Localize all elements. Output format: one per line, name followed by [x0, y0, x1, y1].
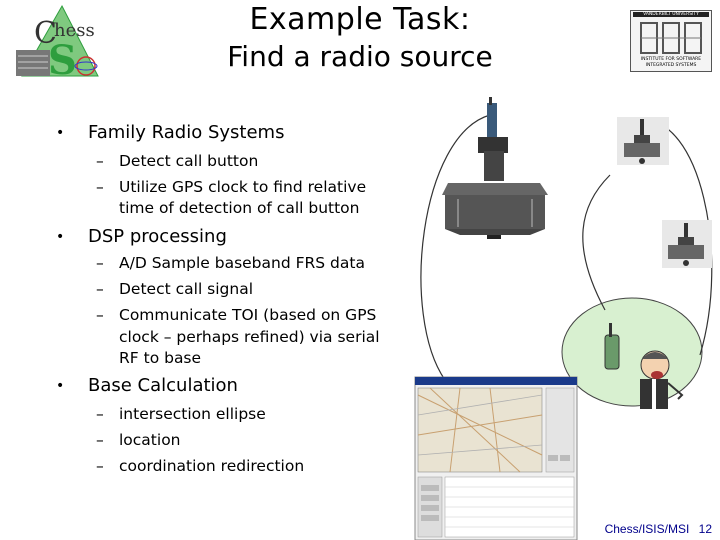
- isis-logo: VANDERBILT UNIVERSITY INSTITUTE FOR SOFT…: [630, 10, 712, 72]
- bullet-2-sub-2: Detect call signal: [119, 280, 254, 298]
- bullet-1-sub-2-line-1: Utilize GPS clock to find relative: [119, 178, 367, 196]
- isis-logo-line-3: INTEGRATED SYSTEMS: [645, 63, 697, 68]
- bullet-3-sub-3: coordination redirection: [119, 457, 305, 475]
- bullet-3-text: Base Calculation: [88, 375, 238, 396]
- radio-sensor-large: [442, 97, 548, 239]
- chess-logo-letter: C: [34, 16, 57, 51]
- isis-logo-line-2: INSTITUTE FOR SOFTWARE: [640, 57, 702, 62]
- footer-label: Chess/ISIS/MSI: [604, 522, 690, 536]
- bullet-1-sub-2-line-2: time of detection of call button: [119, 199, 360, 217]
- bullet-marker: •: [56, 229, 65, 245]
- page-subtitle: Find a radio source: [227, 40, 493, 73]
- page-number: 12: [698, 522, 712, 536]
- dash-marker: –: [96, 178, 104, 196]
- detection-ellipse: [561, 297, 703, 407]
- link-line-3: [582, 174, 611, 311]
- dash-marker: –: [96, 280, 104, 298]
- dash-marker: –: [96, 405, 104, 423]
- bullet-1-text: Family Radio Systems: [88, 122, 285, 143]
- sensor-diagram: [414, 97, 713, 540]
- dash-marker: –: [96, 152, 104, 170]
- handheld-radio-icon: [604, 323, 620, 370]
- bullet-2-text: DSP processing: [88, 226, 227, 247]
- isis-logo-line-1: VANDERBILT UNIVERSITY: [633, 12, 709, 17]
- radio-sensor-small-1: [617, 117, 669, 165]
- bullet-2-sub-3-line-2: clock – perhaps refined) via serial: [119, 328, 380, 346]
- bullet-3-sub-2: location: [119, 431, 181, 449]
- chess-logo: S C hess: [14, 4, 104, 84]
- bullet-marker: •: [56, 378, 65, 394]
- bullet-2-sub-1: A/D Sample baseband FRS data: [119, 254, 365, 272]
- bullet-marker: •: [56, 125, 65, 141]
- bullet-3-sub-1: intersection ellipse: [119, 405, 266, 423]
- bullet-2-sub-3-line-3: RF to base: [119, 349, 202, 367]
- bullet-2-sub-3-line-1: Communicate TOI (based on GPS: [119, 306, 377, 324]
- map-application-screenshot: [414, 376, 578, 540]
- page-title: Example Task:: [249, 2, 471, 37]
- isis-logo-graphic: [640, 22, 702, 54]
- dash-marker: –: [96, 431, 104, 449]
- svg-text:S: S: [48, 37, 77, 80]
- chess-logo-text: hess: [54, 20, 95, 41]
- dash-marker: –: [96, 457, 104, 475]
- chess-logo-graphic: S: [16, 4, 99, 84]
- bullet-1-sub-1: Detect call button: [119, 152, 259, 170]
- dash-marker: –: [96, 254, 104, 272]
- slide-footer: Chess/ISIS/MSI 12: [605, 522, 712, 536]
- dash-marker: –: [96, 306, 104, 324]
- radio-sensor-small-2: [662, 220, 712, 268]
- link-line-1: [420, 114, 491, 381]
- person-cartoon-icon: [640, 350, 684, 409]
